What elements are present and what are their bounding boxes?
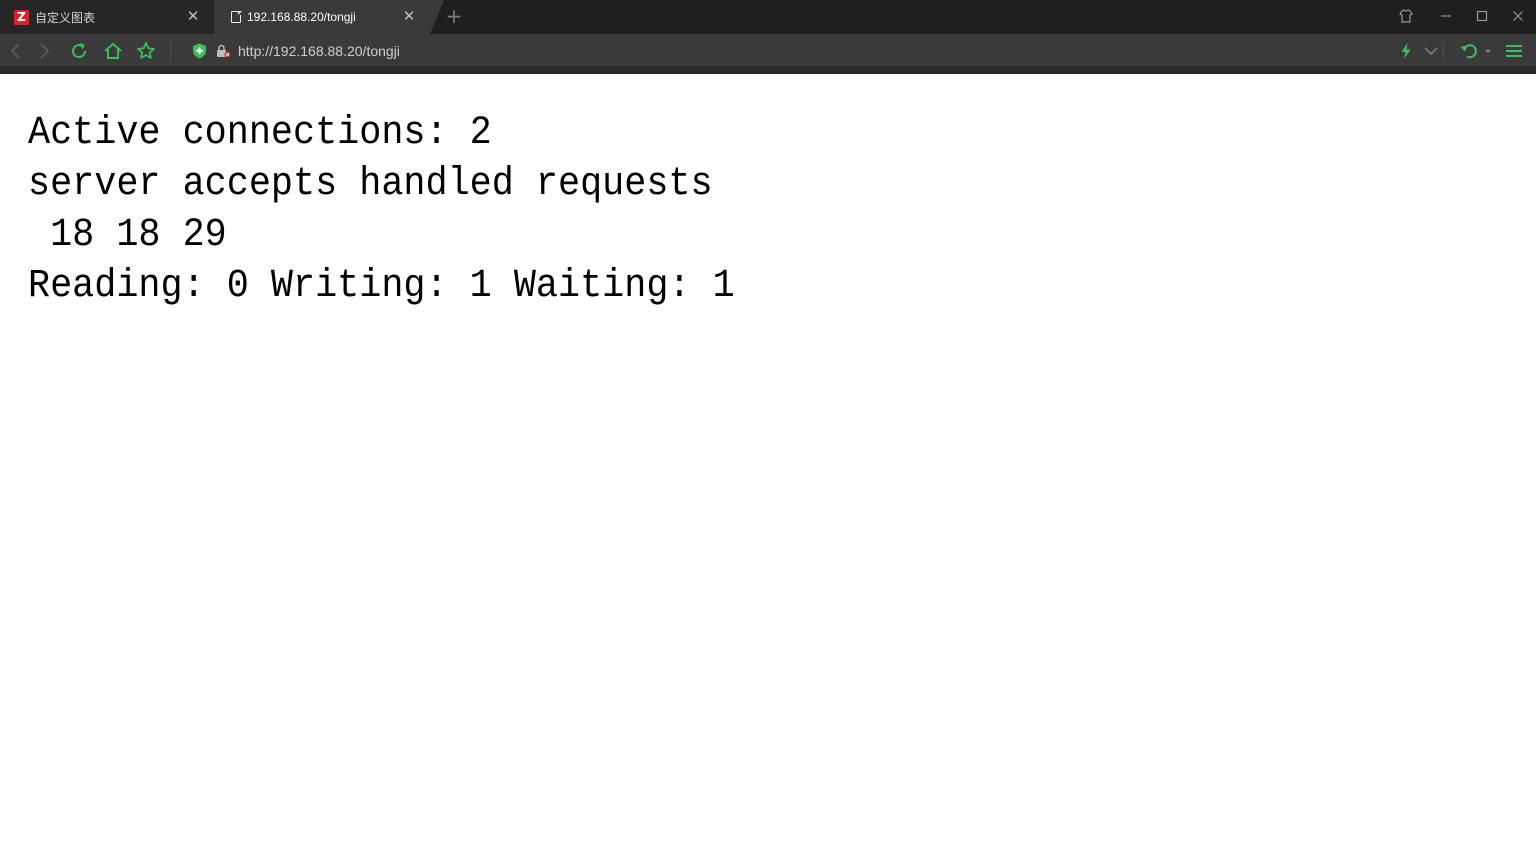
chevron-down-icon[interactable] (1421, 41, 1441, 61)
insecure-lock-icon[interactable] (216, 44, 231, 58)
back-button[interactable] (6, 41, 26, 61)
tab-custom-chart[interactable]: Z 自定义图表 ✕ (0, 0, 214, 34)
close-tab-icon[interactable]: ✕ (186, 7, 200, 25)
close-window-button[interactable] (1506, 5, 1530, 27)
toolbar-divider (1443, 42, 1444, 60)
reload-button[interactable] (69, 41, 89, 61)
tab-strip: Z 自定义图表 ✕ 192.168.88.20/tongji ✕ + (0, 0, 1536, 34)
tab-tongji[interactable]: 192.168.88.20/tongji ✕ (214, 0, 444, 34)
maximize-button[interactable] (1470, 5, 1494, 27)
tab-title: 192.168.88.20/tongji (247, 10, 356, 24)
document-icon (231, 10, 242, 23)
skin-icon[interactable] (1394, 5, 1418, 27)
reading-writing-waiting-line: Reading: 0 Writing: 1 Waiting: 1 (28, 264, 735, 309)
main-menu-icon[interactable] (1504, 41, 1524, 61)
server-stats-values-line: 18 18 29 (28, 213, 227, 258)
new-tab-button[interactable]: + (445, 4, 463, 28)
active-connections-line: Active connections: 2 (28, 111, 492, 156)
address-bar-url[interactable]: http://192.168.88.20/tongji (238, 43, 400, 59)
navigation-toolbar: http://192.168.88.20/tongji (0, 34, 1536, 66)
undo-dropdown-caret-icon[interactable] (1483, 41, 1493, 61)
toolbar-divider (170, 42, 171, 60)
undo-closed-tab-icon[interactable] (1459, 41, 1479, 61)
minimize-button[interactable] (1434, 5, 1458, 27)
tab-title: 自定义图表 (35, 10, 96, 25)
server-stats-header-line: server accepts handled requests (28, 162, 713, 207)
page-content: Active connections: 2 server accepts hand… (0, 74, 1536, 855)
toolbar-bottom-bar (0, 66, 1536, 74)
security-shield-icon[interactable] (192, 43, 207, 59)
bookmark-star-icon[interactable] (136, 41, 156, 61)
z-logo-icon: Z (14, 9, 29, 25)
home-button[interactable] (103, 41, 123, 61)
forward-button[interactable] (34, 41, 54, 61)
nginx-status-text: Active connections: 2 server accepts hand… (28, 108, 735, 312)
close-tab-icon[interactable]: ✕ (402, 7, 416, 25)
speed-mode-bolt-icon[interactable] (1396, 41, 1416, 61)
